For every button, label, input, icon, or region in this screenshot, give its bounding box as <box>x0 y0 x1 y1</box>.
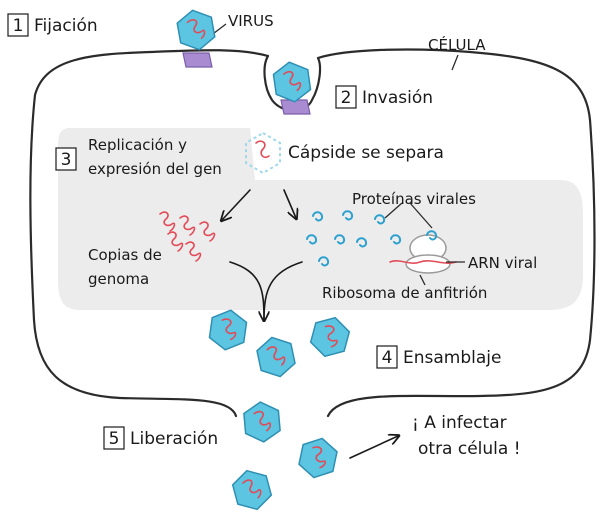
proteins-leader <box>384 202 403 219</box>
arrow-to-proteins <box>283 189 296 218</box>
cell-membrane <box>29 49 270 418</box>
released-virions <box>229 399 340 514</box>
step-2-box: 2 <box>335 85 357 109</box>
step-4-number: 4 <box>382 348 393 368</box>
arrow-to-genome <box>222 189 251 220</box>
step-2-number: 2 <box>341 88 352 108</box>
uncoating-capsid <box>245 131 281 175</box>
genome-label-line1: Copias de <box>88 246 162 264</box>
receptor <box>182 52 213 68</box>
viral-rna-label: ARN viral <box>468 254 537 272</box>
cell-membrane-right <box>316 48 596 418</box>
viral-proteins-label: Proteínas virales <box>352 190 476 208</box>
step-5-box: 5 <box>103 426 125 450</box>
cell-leader <box>451 54 459 71</box>
proteins-leader-2 <box>409 202 433 229</box>
step-4-box: 4 <box>376 345 398 369</box>
step-1-label: Fijación <box>34 16 98 36</box>
capsid-label: Cápside se separa <box>288 143 444 163</box>
step-1-box: 1 <box>7 13 29 37</box>
genome-label-line2: genoma <box>88 270 149 288</box>
step-1-number: 1 <box>13 16 24 36</box>
step-5-number: 5 <box>109 429 120 449</box>
invading-virus <box>271 58 313 115</box>
receptor-internal <box>280 99 311 115</box>
ribosome-label: Ribosoma de anfitrión <box>322 284 487 302</box>
infect-arrow <box>349 436 398 459</box>
assembly-arrow-right <box>264 261 303 320</box>
step-2-label: Invasión <box>362 88 433 108</box>
cell-label: CÉLULA <box>428 35 486 54</box>
replication-label-line2: expresión del gen <box>88 160 222 178</box>
ribosome-leader <box>419 274 426 286</box>
replication-label-line1: Replicación y <box>88 136 187 154</box>
step-3-box: 3 <box>55 147 77 171</box>
step-5-label: Liberación <box>130 429 218 449</box>
host-ribosome <box>389 230 457 274</box>
assembled-virions <box>207 306 353 381</box>
infect-label-line2: otra célula ! <box>418 439 521 459</box>
infect-label-line1: ¡ A infectar <box>412 413 507 433</box>
step-4-label: Ensamblaje <box>403 348 501 368</box>
step-3-number: 3 <box>61 150 72 170</box>
attached-virus <box>174 6 218 68</box>
virus-label: VIRUS <box>228 12 274 30</box>
